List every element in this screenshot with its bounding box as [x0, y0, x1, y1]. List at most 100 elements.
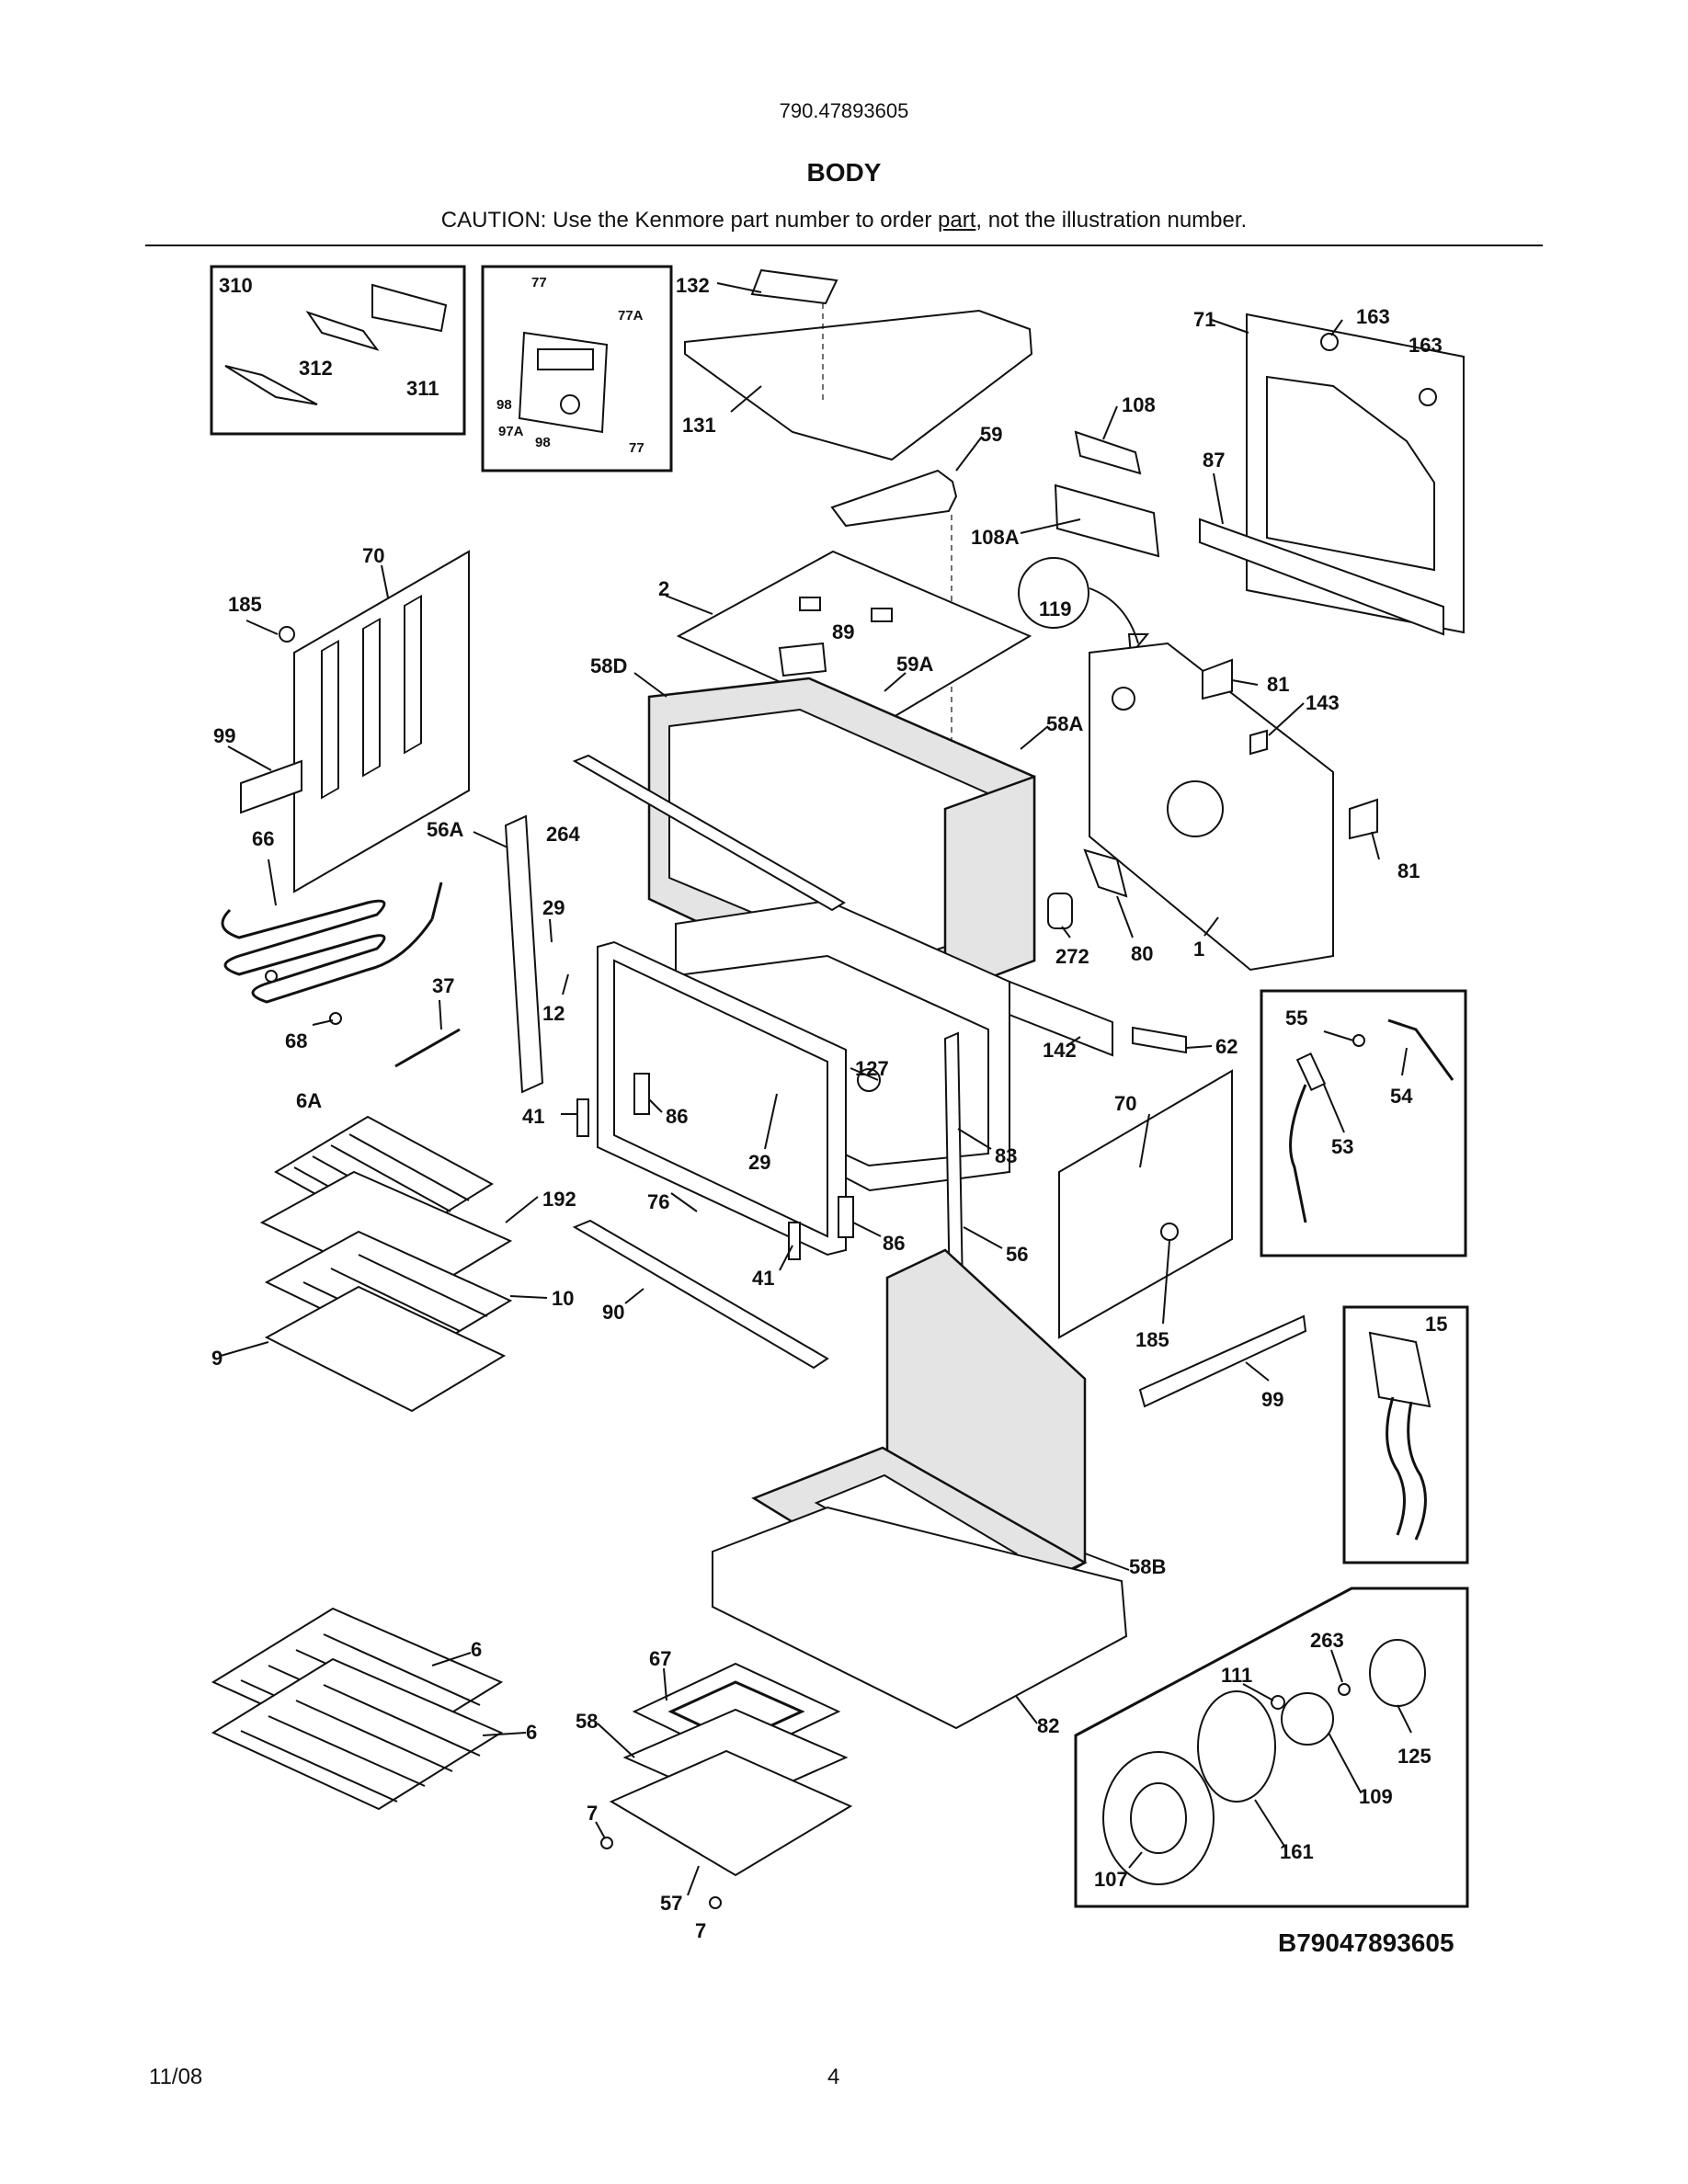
callout-77: 77: [629, 440, 644, 456]
callout-161: 161: [1280, 1840, 1314, 1863]
callout-263: 263: [1310, 1629, 1344, 1652]
part-108A-bracket: [1054, 483, 1160, 558]
callout-82: 82: [1037, 1714, 1059, 1737]
part-161-fan-element: [1197, 1690, 1276, 1803]
callout-7: 7: [695, 1919, 706, 1942]
callout-108: 108: [1122, 393, 1156, 416]
part-131-top-duct: [684, 309, 1033, 461]
callout-6: 6: [471, 1638, 482, 1661]
part-53-sensor: [1295, 1052, 1327, 1092]
arrow-head-icon: [1127, 633, 1150, 657]
part-312-rod: [224, 365, 318, 405]
callout-leaders: [220, 282, 1412, 1896]
panel-rib: [362, 617, 381, 778]
callout-109: 109: [1359, 1785, 1393, 1808]
panel-rib: [321, 639, 339, 800]
footer-date: 11/08: [149, 2065, 203, 2089]
inset-box-sensor: [1260, 989, 1467, 1257]
callout-90: 90: [602, 1301, 624, 1324]
callout-41: 41: [752, 1267, 774, 1290]
callout-29: 29: [748, 1151, 770, 1174]
part-41-hinge: [788, 1222, 801, 1260]
part-111-nut: [1271, 1695, 1285, 1710]
callout-41: 41: [522, 1105, 544, 1128]
part-125-fan-motor: [1369, 1639, 1426, 1707]
part-80-bracket: [1083, 848, 1128, 898]
callout-119: 119: [1039, 597, 1072, 620]
part-58A-insulation-side: [943, 775, 1036, 996]
callout-98: 98: [535, 435, 551, 450]
callout-57: 57: [660, 1892, 682, 1915]
callout-87: 87: [1203, 449, 1225, 472]
callout-142: 142: [1043, 1039, 1077, 1062]
callout-58: 58: [576, 1710, 598, 1733]
rear-wall-fan-opening: [1167, 780, 1224, 837]
part-81-bracket: [1202, 658, 1233, 700]
callout-83: 83: [995, 1144, 1017, 1167]
callout-54: 54: [1390, 1085, 1413, 1108]
part-263-washer: [1338, 1683, 1351, 1696]
part-15-transformer: [1368, 1331, 1431, 1408]
sensor-wire: [1289, 1084, 1307, 1223]
inset-box-control-board: [481, 265, 673, 472]
inset-box-convection-fan: [1074, 1587, 1469, 1908]
callout-272: 272: [1055, 945, 1089, 968]
part-55-nut: [1352, 1034, 1365, 1047]
plate-cutout: [799, 597, 821, 611]
part-70-side-panel-left: [293, 550, 470, 893]
caution-note: CAUTION: Use the Kenmore part number to …: [0, 208, 1688, 233]
part-70-side-panel-right: [1058, 1069, 1233, 1339]
callout-58D: 58D: [590, 654, 627, 677]
callout-67: 67: [649, 1647, 671, 1670]
rack-bars: [240, 1684, 481, 1803]
callout-99: 99: [1261, 1388, 1283, 1411]
callout-arrow-119: [1089, 587, 1139, 644]
callout-132: 132: [676, 274, 710, 297]
callout-62: 62: [1215, 1035, 1237, 1058]
model-number: 790.47893605: [779, 99, 909, 122]
part-6-rack-lower: [211, 1657, 504, 1811]
callout-107: 107: [1094, 1868, 1128, 1891]
page-number: 4: [827, 2065, 840, 2089]
diagram-code: B79047893605: [1278, 1928, 1454, 1957]
inset-box-transformer: [1342, 1305, 1469, 1564]
part-163-grommet: [1320, 333, 1339, 351]
part-99-rail-right: [1138, 1314, 1307, 1408]
callout-2: 2: [658, 577, 669, 600]
part-109-fan-blade: [1281, 1692, 1334, 1746]
transformer-wire: [1386, 1396, 1406, 1536]
callout-310: 310: [219, 274, 253, 297]
part-66-broil-element: [221, 899, 434, 1004]
broil-element-terminal: [430, 882, 443, 920]
callout-77: 77: [531, 275, 547, 290]
callout-10: 10: [552, 1287, 574, 1310]
transformer-wire: [1407, 1401, 1427, 1541]
callout-6: 6: [526, 1721, 537, 1744]
part-185-grommet: [279, 626, 295, 643]
fan-cover-grille: [1130, 1782, 1187, 1854]
callout-111: 111: [1221, 1664, 1252, 1687]
callout-59: 59: [980, 423, 1002, 446]
callout-312: 312: [299, 357, 333, 380]
part-143-clip: [1249, 729, 1268, 756]
part-312-bracket: [305, 311, 380, 351]
part-82-floor: [712, 1506, 1128, 1730]
board-component: [560, 394, 580, 415]
callout-131: 131: [682, 414, 716, 437]
inset-box-310: [210, 265, 466, 436]
caution-link: part: [938, 208, 976, 233]
callout-6A: 6A: [296, 1089, 322, 1112]
part-68-mount: [329, 1012, 342, 1025]
page-title: BODY: [806, 158, 882, 187]
part-57-cover: [609, 1749, 853, 1877]
callout-81: 81: [1267, 673, 1289, 696]
callout-81: 81: [1397, 859, 1420, 882]
callout-58A: 58A: [1046, 712, 1083, 735]
part-108-fan-motor: [1074, 430, 1142, 475]
part-86-bracket: [633, 1073, 650, 1115]
header-divider: [145, 245, 1543, 246]
part-control-board: [518, 331, 609, 434]
part-185-grommet: [1160, 1223, 1179, 1241]
callout-98: 98: [496, 397, 512, 413]
part-41-hinge: [576, 1098, 589, 1137]
